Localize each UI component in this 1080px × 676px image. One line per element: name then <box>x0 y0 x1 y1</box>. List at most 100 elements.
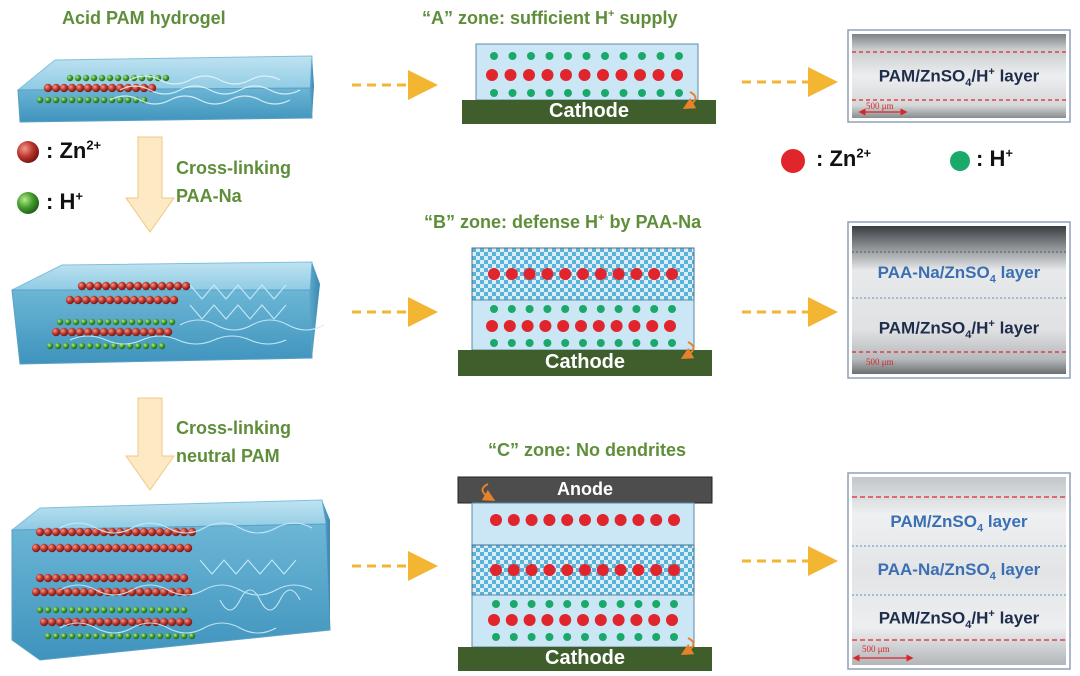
zn-ion-dot <box>671 69 683 81</box>
zn-ion-ball <box>39 587 49 597</box>
zn-ion-ball <box>87 617 97 627</box>
zn-ion-ball <box>131 327 141 337</box>
h-ion-ball <box>80 318 88 326</box>
zn-ion-dot <box>486 69 498 81</box>
h-ion-ball <box>160 318 168 326</box>
zn-ion-ball <box>79 587 89 597</box>
zn-ion-ball <box>67 573 77 583</box>
h-ion-dot <box>564 52 572 60</box>
zn-ion-ball <box>83 527 93 537</box>
zn-ion-ball <box>175 617 185 627</box>
zn-ion-dot <box>596 514 609 526</box>
zn-ion-ball <box>101 281 111 291</box>
zn-ion-ball <box>117 281 127 291</box>
zn-ion-dot <box>634 69 646 81</box>
zn-ion-ball <box>71 543 81 553</box>
h-ion-legend-dot <box>950 151 970 171</box>
zn-ion-dot <box>612 268 625 280</box>
zn-ion-ball <box>63 543 73 553</box>
zn-ion-ball <box>55 617 65 627</box>
zn-ion-ball <box>99 83 109 93</box>
h-ion-dot <box>652 600 661 608</box>
h-ion-ball <box>142 342 150 350</box>
zn-ion-dot <box>612 614 625 626</box>
zn-ion-ball <box>135 587 145 597</box>
micrograph-c <box>847 472 1071 670</box>
zn-ion-dot <box>541 268 554 280</box>
h-ion-ball <box>148 606 156 614</box>
zn-ion-ball <box>161 295 171 305</box>
zn-ion-ball <box>163 327 173 337</box>
zn-ion-ball <box>151 587 161 597</box>
zn-ion-ball <box>31 543 41 553</box>
zn-ion-ball <box>55 543 65 553</box>
zn-ion-ball <box>87 587 97 597</box>
zn-ion-legend-ball <box>17 141 39 163</box>
zn-ion-ball <box>67 327 77 337</box>
h-ion-ball <box>44 606 52 614</box>
h-ion-ball <box>126 342 134 350</box>
zn-ion-ball <box>157 281 167 291</box>
h-ion-ball <box>94 342 102 350</box>
zn-ion-ball <box>87 543 97 553</box>
zn-ion-dot <box>648 614 661 626</box>
zn-ion-dot <box>652 69 665 81</box>
zn-ion-ball <box>71 587 81 597</box>
h-ion-dot <box>598 600 607 608</box>
h-ion-dot <box>670 600 678 608</box>
zn-ion-ball <box>59 83 69 93</box>
zn-ion-ball <box>139 573 149 583</box>
h-ion-ball <box>100 632 108 640</box>
h-ion-ball <box>76 632 84 640</box>
zn-ion-dot <box>594 268 607 280</box>
h-ion-ball <box>124 632 132 640</box>
h-ion-dot <box>650 339 659 347</box>
zn-ion-ball <box>181 281 191 291</box>
h-ion-ball <box>120 318 128 326</box>
h-ion-ball <box>128 318 136 326</box>
h-ion-ball <box>68 632 76 640</box>
zn-ion-dot <box>539 320 552 332</box>
h-ion-dot <box>619 52 628 60</box>
zn-ion-ball <box>43 527 53 537</box>
zn-ion-dot <box>525 564 538 576</box>
zn-ion-ball <box>43 573 53 583</box>
zn-ion-ball <box>35 527 45 537</box>
zn-ion-dot <box>559 268 572 280</box>
h-ion-dot <box>525 305 534 313</box>
zone-b-cell <box>458 247 712 376</box>
h-ion-dot <box>579 305 587 313</box>
zn-ion-dot <box>560 69 572 81</box>
h-ion-dot <box>509 600 518 608</box>
zn-ion-ball <box>179 573 189 583</box>
h-ion-ball <box>84 606 92 614</box>
h-ion-ball <box>60 96 68 104</box>
zn-ion-ball <box>51 573 61 583</box>
zn-ion-dot <box>504 69 517 81</box>
h-ion-ball <box>116 632 124 640</box>
zn-ion-dot <box>668 514 680 526</box>
zn-ion-ball <box>155 573 165 583</box>
zn-ion-ball <box>145 295 155 305</box>
h-ion-ball <box>122 74 130 82</box>
h-ion-dot <box>668 339 676 347</box>
h-ion-legend-ball <box>17 192 39 214</box>
neutral-pam-crosslinked-hydrogel <box>10 499 331 661</box>
zn-ion-ball <box>165 281 175 291</box>
h-ion-ball <box>56 318 64 326</box>
zn-ion-dot <box>543 564 556 576</box>
h-ion-dot <box>614 339 623 347</box>
zn-ion-ball <box>169 295 179 305</box>
zn-ion-ball <box>51 83 61 93</box>
h-ion-ball <box>76 606 84 614</box>
h-ion-ball <box>92 606 100 614</box>
h-ion-ball <box>144 318 152 326</box>
zn-ion-ball <box>137 295 147 305</box>
zn-ion-ball <box>79 617 89 627</box>
zn-ion-dot <box>488 614 500 626</box>
zn-ion-ball <box>139 527 149 537</box>
h-ion-ball <box>152 318 160 326</box>
zn-ion-ball <box>115 573 125 583</box>
h-ion-ball <box>108 606 116 614</box>
zn-ion-ball <box>167 617 177 627</box>
